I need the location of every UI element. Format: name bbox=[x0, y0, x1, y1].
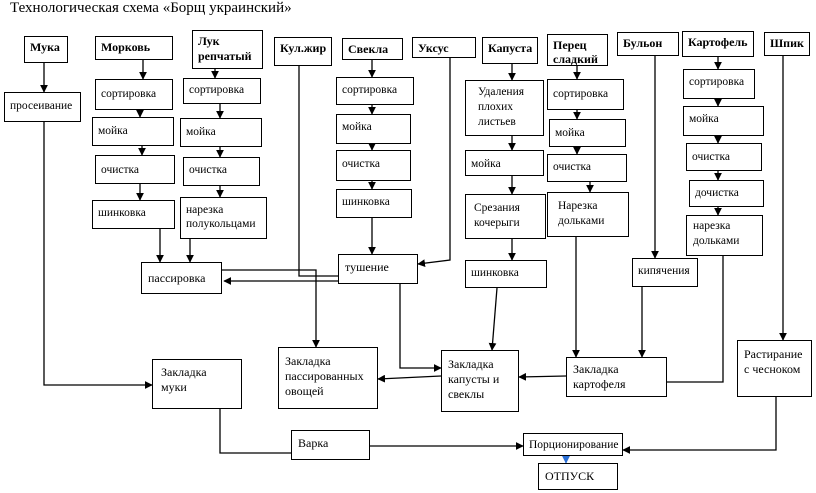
box-zakl-muki: Закладка муки bbox=[152, 359, 242, 409]
box-s-moika: мойка bbox=[336, 114, 411, 144]
arrow-zakl-kap-zakl-pass bbox=[377, 374, 442, 383]
box-kapusta: Капуста bbox=[482, 37, 538, 64]
box-l-sort: сортировка bbox=[183, 78, 261, 104]
box-shpik: Шпик bbox=[764, 32, 810, 56]
box-s-ochistka: очистка bbox=[336, 150, 411, 181]
box-muka: Мука bbox=[24, 36, 68, 63]
box-s-sort: сортировка bbox=[336, 77, 414, 105]
box-kip: кипячения bbox=[632, 258, 698, 287]
box-kt-narezka: нарезка дольками bbox=[686, 215, 763, 256]
arrow-rastiranie-porcion bbox=[622, 397, 777, 454]
box-p-narezka: Нарезка дольками bbox=[547, 192, 629, 237]
box-p-moika: мойка bbox=[549, 119, 626, 147]
box-k-moika: мойка bbox=[465, 150, 544, 176]
box-luk: Лук репчатый bbox=[192, 30, 263, 69]
box-zakl-kap: Закладка капусты и свеклы bbox=[441, 350, 519, 412]
box-m-shinkovka: шинковка bbox=[92, 200, 175, 229]
line-prosejivanie-zakl-muki bbox=[43, 122, 153, 389]
box-m-moika: мойка bbox=[92, 117, 174, 146]
box-k-shinkovka: шинковка bbox=[465, 260, 547, 288]
box-p-sort: сортировка bbox=[547, 79, 624, 110]
box-kt-moika: мойка bbox=[683, 106, 764, 136]
box-svekla: Свекла bbox=[342, 38, 403, 60]
box-m-sort: сортировка bbox=[95, 79, 173, 110]
box-porcion: Порционирование bbox=[523, 433, 623, 456]
box-kt-sort: сортировка bbox=[683, 69, 755, 99]
box-rastiranie: Растирание с чесноком bbox=[737, 340, 812, 397]
arrow-k-shinkovka-zakl-kap bbox=[488, 287, 498, 351]
box-zakl-pass: Закладка пассированных овощей bbox=[278, 347, 378, 409]
box-s-shinkovka: шинковка bbox=[336, 189, 412, 218]
box-morkov: Морковь bbox=[95, 36, 173, 60]
box-l-moika: мойка bbox=[180, 118, 262, 147]
box-l-ochistka: очистка bbox=[183, 157, 260, 186]
box-kulzhir: Кул.жир bbox=[274, 37, 332, 66]
arrow-passirovka-zakl-pass bbox=[222, 269, 320, 348]
box-l-narezka: нарезка полукольцами bbox=[180, 197, 267, 239]
box-k-udal: Удаления плохих листьев bbox=[465, 80, 544, 136]
box-kt-dochistka: дочистка bbox=[689, 180, 764, 207]
box-passirovka: пассировка bbox=[141, 262, 222, 294]
box-k-srez: Срезания кочерыги bbox=[465, 194, 546, 239]
arrow-zakl-kart-zakl-kap bbox=[518, 372, 567, 381]
arrow-tushenie-zakl-kap bbox=[399, 284, 442, 372]
box-prosejivanie: просеивание bbox=[4, 92, 81, 122]
box-kt-ochistka: очистка bbox=[686, 143, 762, 171]
box-p-ochistka: очистка bbox=[547, 154, 627, 182]
box-m-ochistka: очистка bbox=[95, 155, 175, 184]
box-perec: Перец сладкий bbox=[547, 34, 608, 66]
diagram-title: Технологическая схема «Борщ украинский» bbox=[10, 0, 292, 16]
box-zakl-kart: Закладка картофеля bbox=[566, 357, 667, 397]
box-bulon: Бульон bbox=[617, 32, 679, 56]
line-zakl-muki-varka bbox=[219, 409, 291, 454]
line-kt-narezka-zakl-kart bbox=[667, 256, 724, 383]
box-otpusk: ОТПУСК bbox=[538, 463, 618, 490]
box-tushenie: тушение bbox=[338, 254, 418, 284]
line-kulzhir-tushenie bbox=[298, 66, 340, 277]
arrow-uksus-tushenie bbox=[417, 58, 451, 267]
box-varka: Варка bbox=[291, 430, 370, 460]
box-uksus: Уксус bbox=[412, 37, 476, 58]
box-kartofel: Картофель bbox=[682, 31, 754, 57]
